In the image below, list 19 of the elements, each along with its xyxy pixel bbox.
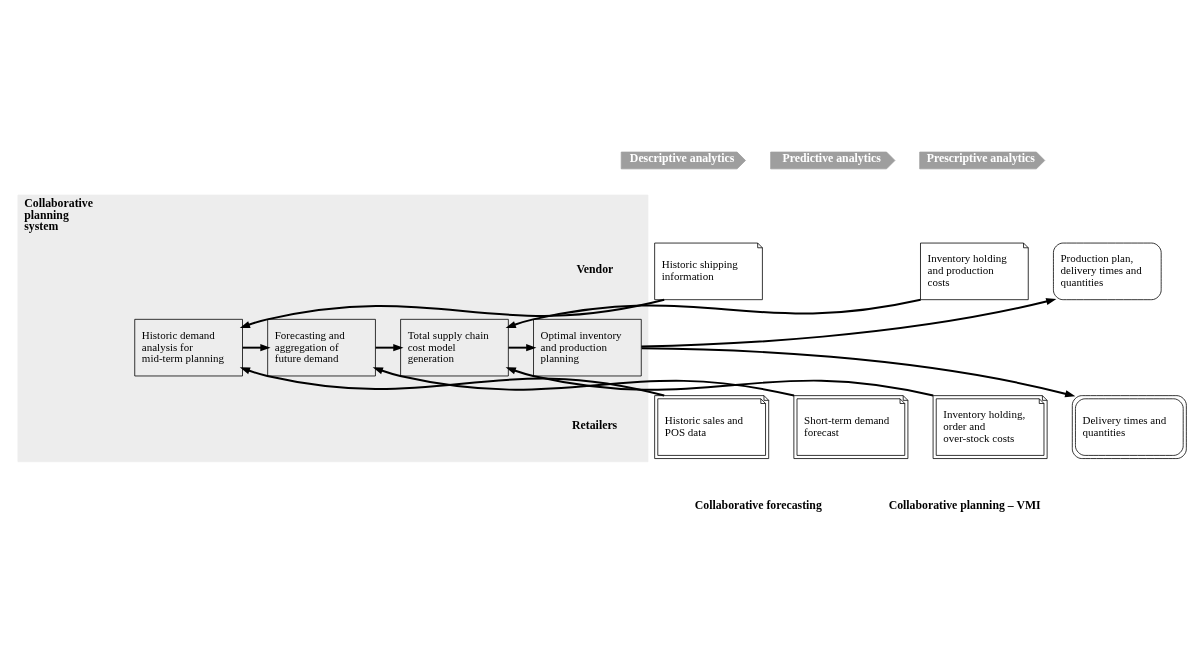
arrow	[374, 343, 404, 351]
node-box: Total supply chain cost model generation	[400, 318, 509, 376]
arrow	[640, 346, 1076, 397]
arrow	[241, 343, 271, 351]
node-box: Historic demand analysis for mid-term planning	[134, 318, 243, 376]
arrow	[640, 297, 1057, 347]
arrow	[507, 343, 537, 351]
label: Vendor	[576, 261, 614, 276]
node-box: Production plan, delivery times and quantities	[1053, 242, 1162, 300]
arrow	[239, 366, 666, 397]
arrow	[372, 366, 795, 397]
node-box: Forecasting and aggregation of future demand	[267, 318, 376, 376]
arrow	[505, 366, 935, 397]
node-box: Optimal inventory and production planning	[533, 318, 642, 376]
label: Collaborative forecasting	[694, 497, 822, 511]
label: Retailers	[572, 417, 618, 432]
arrow	[239, 298, 666, 328]
arrow	[505, 298, 922, 328]
label: Collaborative planning – VMI	[888, 497, 1041, 511]
